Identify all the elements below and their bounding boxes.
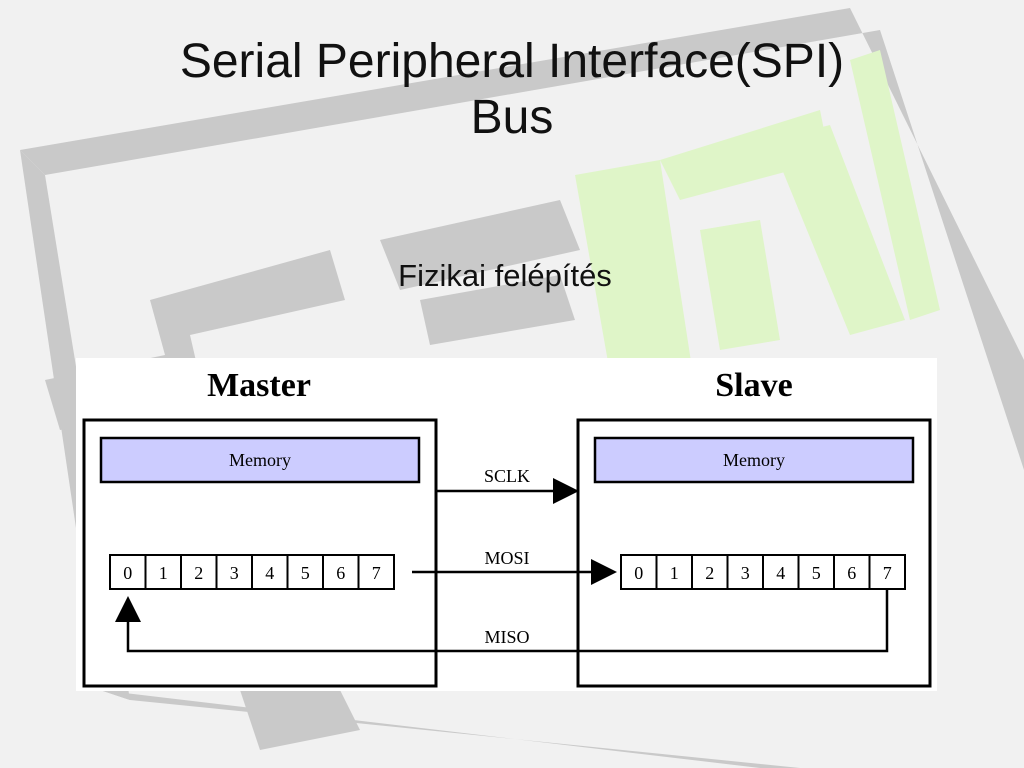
master-register-bit: 6 xyxy=(336,563,345,583)
slave-register-bit: 1 xyxy=(670,563,679,583)
slave-register-bit: 4 xyxy=(776,563,785,583)
slave-register-cell xyxy=(868,554,906,590)
slave-register-cell xyxy=(691,554,729,590)
slave-register-bit: 7 xyxy=(883,563,892,583)
master-register-cell xyxy=(286,554,324,590)
master-register-cell xyxy=(322,554,360,590)
master-register-bit: 1 xyxy=(159,563,168,583)
master-register-bit: 2 xyxy=(194,563,203,583)
slave-register-bit: 6 xyxy=(847,563,856,583)
master-register-cell xyxy=(144,554,182,590)
slave-memory xyxy=(593,436,915,484)
slide-title-line-1: Serial Peripheral Interface(SPI) xyxy=(179,35,845,88)
slide-title-line-2: Bus xyxy=(470,91,554,144)
sclk-label: SCLK xyxy=(484,466,530,486)
master-register-bit: 5 xyxy=(301,563,310,583)
slave-heading: Slave xyxy=(715,367,792,404)
slave-register-bit: 0 xyxy=(634,563,643,583)
master-register-bit: 0 xyxy=(123,563,132,583)
slave-register-bit: 3 xyxy=(741,563,750,583)
master-register-bit: 3 xyxy=(230,563,239,583)
mosi-label: MOSI xyxy=(484,548,529,568)
master-register-bit: 7 xyxy=(372,563,381,583)
miso-label: MISO xyxy=(484,627,529,647)
master-register-cell xyxy=(251,554,289,590)
slave-shift-register: 0 1 2 3 4 5 6 7 xyxy=(620,554,906,590)
master-heading: Master xyxy=(207,367,311,404)
master-register-cell xyxy=(215,554,253,590)
miso-arrow xyxy=(115,590,889,653)
master-register-cell xyxy=(357,554,395,590)
master-memory-label: Memory xyxy=(229,450,291,470)
slave-memory-label: Memory xyxy=(723,450,785,470)
spi-diagram: Master Slave Memory 0 1 2 3 4 5 6 7 Memory 0 1 2 3… xyxy=(76,358,937,691)
master-register-cell xyxy=(109,554,147,590)
slide-subtitle: Fizikai felépítés xyxy=(398,258,612,293)
slave-register-bit: 2 xyxy=(705,563,714,583)
slave-register-bit: 5 xyxy=(812,563,821,583)
slide-title: Serial Peripheral Interface(SPI) Bus xyxy=(0,34,1024,146)
master-register-bit: 4 xyxy=(265,563,274,583)
master-memory xyxy=(99,436,421,484)
master-shift-register: 0 1 2 3 4 5 6 7 xyxy=(109,554,395,590)
